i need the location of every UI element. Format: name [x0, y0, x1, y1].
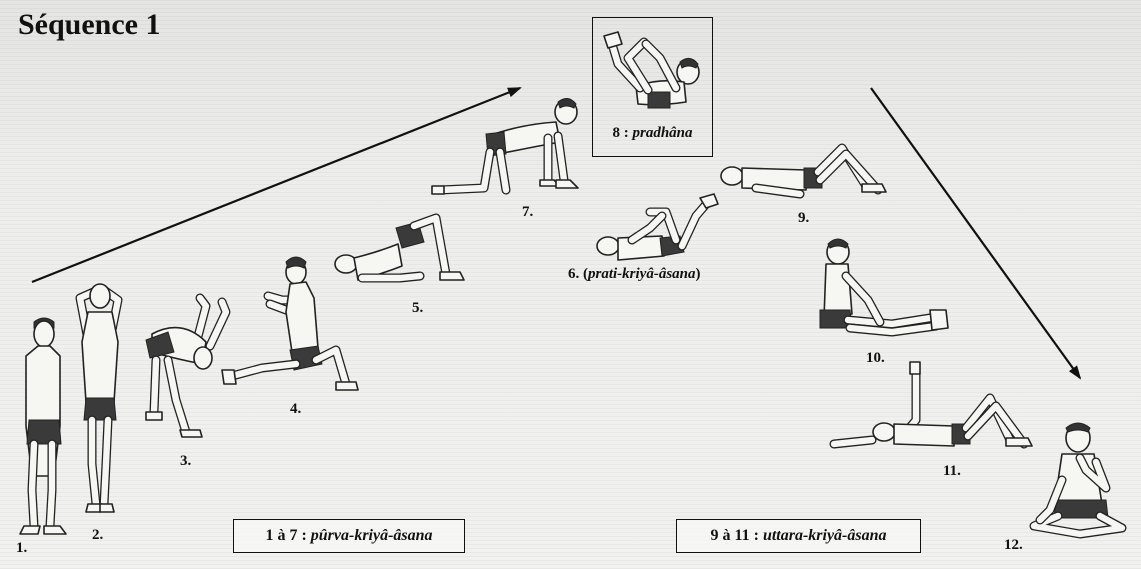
posture-10-label: 10. — [866, 350, 885, 367]
posture-5-label: 5. — [412, 300, 423, 317]
posture-2-label: 2. — [92, 527, 103, 544]
posture-3-label: 3. — [180, 453, 191, 470]
posture-5-figure — [335, 218, 464, 280]
posture-11-figure — [834, 362, 1032, 446]
posture-1-figure — [20, 318, 66, 534]
purva-kriya-box: 1 à 7 : pûrva-kriyâ-âsana — [233, 519, 465, 553]
posture-2-figure — [80, 284, 118, 512]
posture-7-figure — [432, 98, 578, 194]
posture-9-label: 9. — [798, 210, 809, 227]
posture-8-label: 8 : pradhâna — [593, 125, 712, 142]
sequence-title: Séquence 1 — [18, 8, 161, 42]
posture-12-label: 12. — [1004, 537, 1023, 554]
pradhana-box: 8 : pradhâna — [592, 17, 713, 157]
posture-10-figure — [820, 239, 948, 332]
posture-7-label: 7. — [522, 204, 533, 221]
posture-1-label: 1. — [16, 540, 27, 557]
posture-6-figure — [597, 194, 718, 260]
posture-3-figure — [146, 298, 226, 437]
posture-9-figure — [721, 148, 886, 194]
uttara-kriya-box: 9 à 11 : uttara-kriyâ-âsana — [676, 519, 921, 553]
posture-11-label: 11. — [943, 463, 961, 480]
posture-6-label: 6. (prati-kriyâ-âsana) — [568, 266, 701, 283]
posture-12-figure — [1034, 423, 1122, 534]
posture-4-label: 4. — [290, 401, 301, 418]
posture-4-figure — [222, 257, 358, 390]
